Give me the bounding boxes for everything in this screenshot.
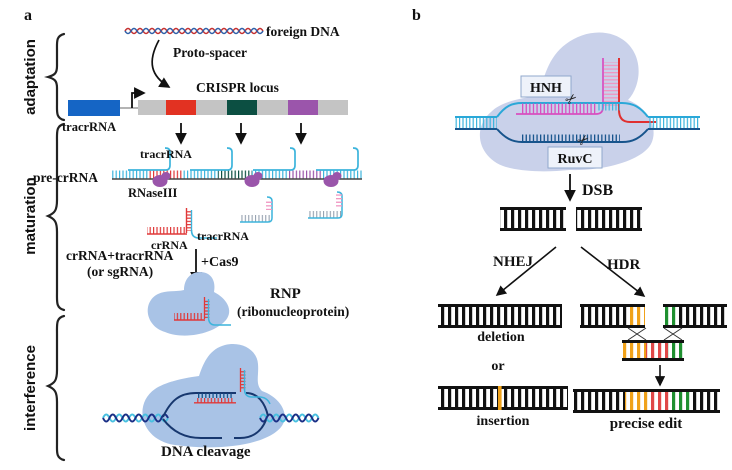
proto-spacer-arrow [151,39,171,88]
crispr-locus-bar [138,100,348,115]
recombination-crosses [627,327,683,341]
transcription-arrows [175,123,307,145]
tracrrna-duplex-label: tracrRNA [197,229,249,243]
crrna-tracrrna-duplex [147,208,217,239]
deletion-label: deletion [477,330,525,345]
interference-complex [102,344,320,448]
hdr-arrow [580,246,646,297]
hnh-box: HNH [520,75,572,98]
spacer-3 [288,100,318,115]
or-sgrna-label: (or sgRNA) [87,264,153,279]
rnase3-label: RNaseIII [128,186,177,200]
tracrrna-gene-label: tracrRNA [62,120,116,134]
foreign-dna-helix [124,27,264,35]
ruvc-box: RuvC [547,146,603,169]
pre-crrna-label: pre-crRNA [33,170,98,185]
dna-helix-right [259,413,320,423]
panel-a-label: a [24,7,32,24]
pre-crrna-strand [112,170,362,180]
nhej-label: NHEJ [493,254,534,270]
rnase3-blobs [152,172,342,187]
dna-cleavage-label: DNA cleavage [161,444,251,460]
dsb-label: DSB [582,182,613,199]
cas9-blob-small [147,272,230,336]
precise-edit-label: precise edit [610,416,683,432]
hdr-label: HDR [607,257,641,273]
interference-stage-label: interference [22,345,39,431]
dsb-dna-left [500,207,566,231]
crrna-label: crRNA [151,238,188,252]
processed-fragments [240,191,343,223]
plus-cas9-label: +Cas9 [201,255,239,270]
maturation-stage-label: maturation [22,177,39,255]
promoter-arrow [131,87,146,108]
donor-dna [622,340,684,361]
insertion-label: insertion [477,414,530,429]
rnp-complex [147,272,231,336]
interference-brace [45,314,66,462]
insertion-dna [438,386,568,410]
hnh-label: HNH [530,81,562,96]
adaptation-stage-label: adaptation [22,39,39,115]
precise-edit-dna [573,389,720,413]
foreign-dna-label: foreign DNA [266,24,340,39]
spacer-2 [227,100,257,115]
nhej-arrow [495,246,557,296]
or-label: or [491,359,504,374]
dna-helix-left [102,413,169,423]
maturation-brace [45,122,66,312]
tracrrna-gene-box [68,100,120,116]
proto-spacer-label: Proto-spacer [173,45,247,60]
crispr-locus-label: CRISPR locus [196,80,279,95]
ribonucleoprotein-label: (ribonucleoprotein) [237,304,349,319]
hdr-cut-dna-right [663,304,727,328]
tracrrna-hairpin-label: tracrRNA [140,147,192,161]
crrna-plus-tracrrna-label: crRNA+tracrRNA [66,248,174,263]
inserted-base [498,386,502,410]
spacer-1 [166,100,196,115]
target-dna [455,102,700,143]
rnp-label: RNP [270,286,301,302]
ruvc-label: RuvC [557,152,592,167]
deletion-dna [438,304,562,328]
panel-b-label: b [412,7,421,24]
tracrrna-hairpins [128,147,359,171]
hdr-cut-dna-left [580,304,645,328]
adaptation-brace [43,32,66,122]
dsb-dna-right [576,207,642,231]
